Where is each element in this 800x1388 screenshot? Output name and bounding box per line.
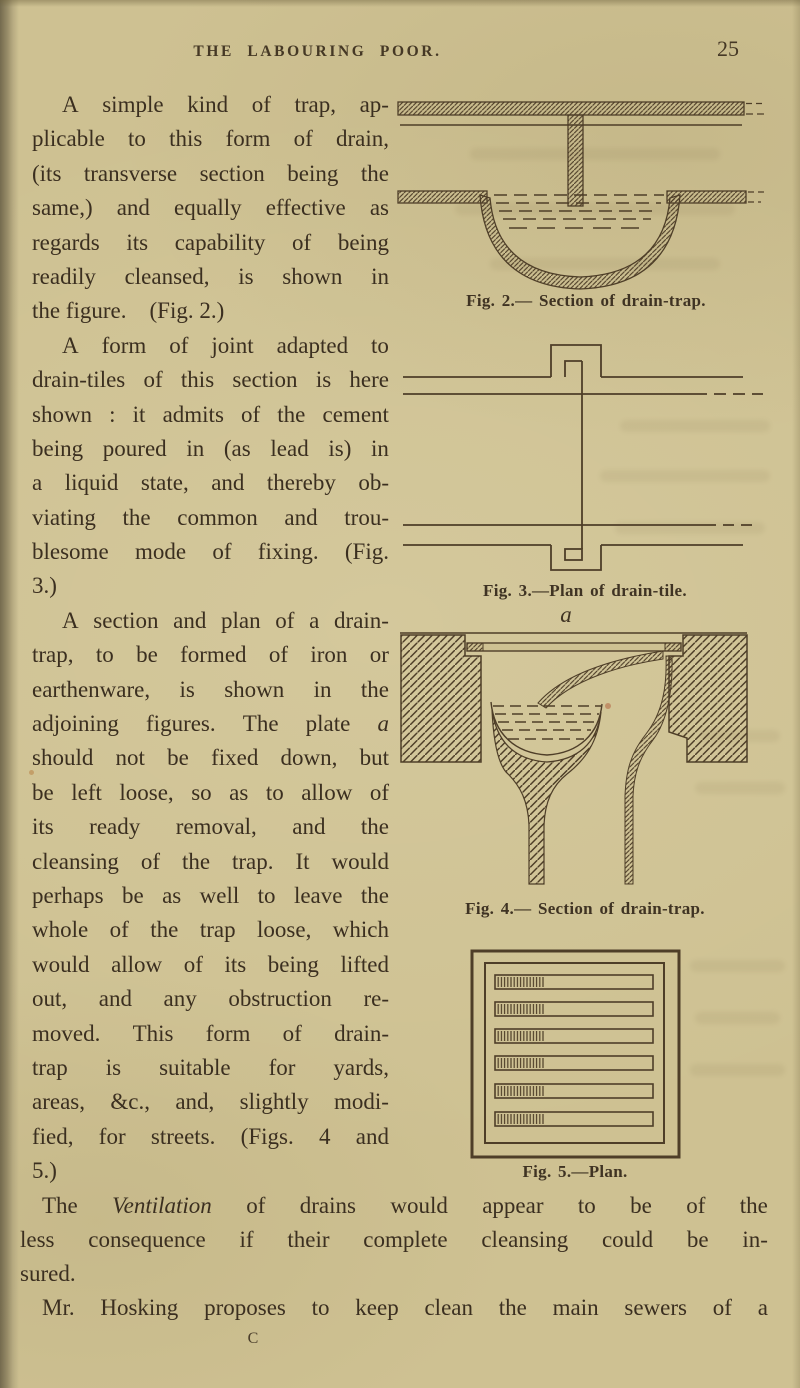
bleedthrough-noise <box>490 258 720 270</box>
text-line: 3.) <box>32 573 57 599</box>
bleedthrough-noise <box>455 203 735 215</box>
text-line: the figure. (Fig. 2.) <box>32 298 225 324</box>
running-title: THE LABOURING POOR. <box>193 43 442 60</box>
fig3-drawing-plan-of-drain-tile <box>403 344 763 571</box>
scan-gutter-shadow <box>0 0 19 1388</box>
fig5-drawing-plan-of-grating <box>470 949 681 1159</box>
bleedthrough-noise <box>470 148 720 160</box>
fig4-plate-label: a <box>560 602 572 627</box>
bleedthrough-noise <box>695 782 785 794</box>
fig5-caption: Fig. 5.—Plan. <box>522 1162 628 1181</box>
page-number: 25 <box>717 36 739 61</box>
fig3-caption: Fig. 3.—Plan of drain-tile. <box>483 581 687 600</box>
fig4-drawing-section-of-drain-trap <box>400 632 748 885</box>
scan-edge-right <box>792 0 800 1388</box>
fig2-caption: Fig. 2.— Section of drain-trap. <box>466 291 706 310</box>
text-line: 5.) <box>32 1158 57 1184</box>
bleedthrough-noise <box>695 1012 780 1024</box>
bleedthrough-noise <box>600 470 770 482</box>
bleedthrough-noise <box>690 960 785 972</box>
scan-edge-top <box>0 0 800 7</box>
signature-mark: C <box>247 1330 259 1347</box>
bleedthrough-noise <box>620 420 770 432</box>
bleedthrough-noise <box>690 1064 785 1076</box>
paper-speck <box>29 770 34 775</box>
text-line: sured. <box>20 1261 76 1286</box>
paper-speck <box>605 703 611 709</box>
fig2-drawing-section-of-drain-trap <box>397 101 766 290</box>
fig4-caption: Fig. 4.— Section of drain-trap. <box>465 899 705 918</box>
